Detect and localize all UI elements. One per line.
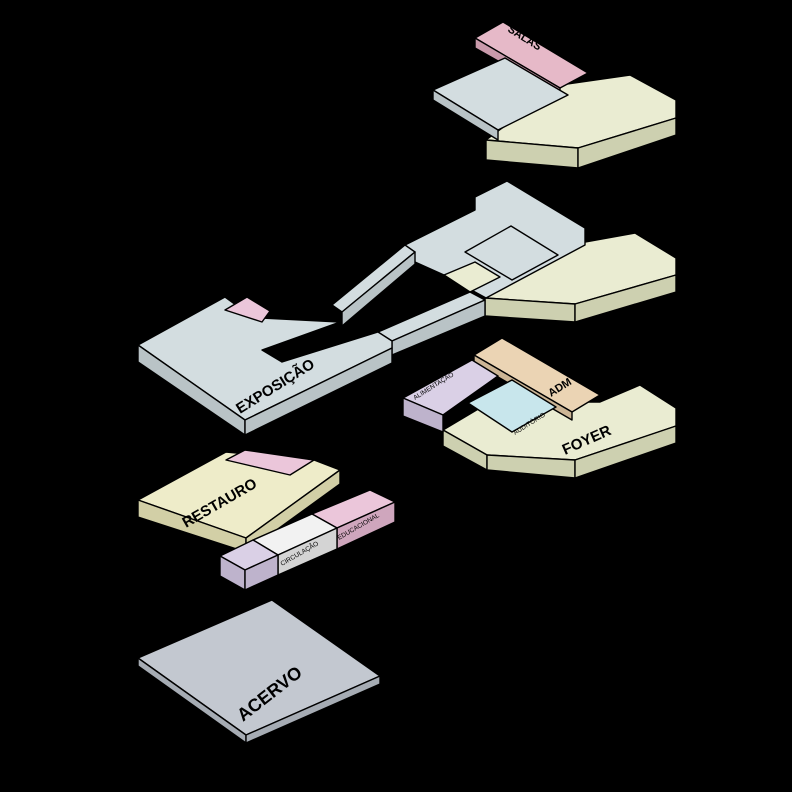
exposicao-cream-corner <box>443 261 501 293</box>
level-exposicao: EXPOSIÇÃO <box>137 180 677 436</box>
bridge-left-side <box>341 251 416 327</box>
salas-cream-slab-side-right <box>577 117 677 169</box>
level-foyer: ALIMENTAÇÃO ADM AUDITÓRIO FOYER <box>402 337 677 479</box>
level-salas: SALAS <box>432 21 677 169</box>
exposicao-main-side-right <box>244 347 393 436</box>
alimentacao-room-side <box>402 397 444 433</box>
exposicao-pink-room <box>224 296 271 323</box>
acervo-slab-side-right <box>245 675 381 744</box>
foyer-slab-side-right <box>574 425 677 479</box>
auditorio-room-top <box>467 379 557 433</box>
lilac-block-side-right <box>244 554 279 591</box>
level-restauro: RESTAURO CIRCULAÇÃO EDUCACIONAL <box>137 449 396 591</box>
restauro-pink-room <box>225 449 315 476</box>
exposicao-inner-square <box>464 225 559 281</box>
salas-grey-block-side <box>432 89 499 141</box>
exposicao-cream-slab-side-right <box>574 274 677 323</box>
level-acervo: ACERVO <box>137 599 381 744</box>
